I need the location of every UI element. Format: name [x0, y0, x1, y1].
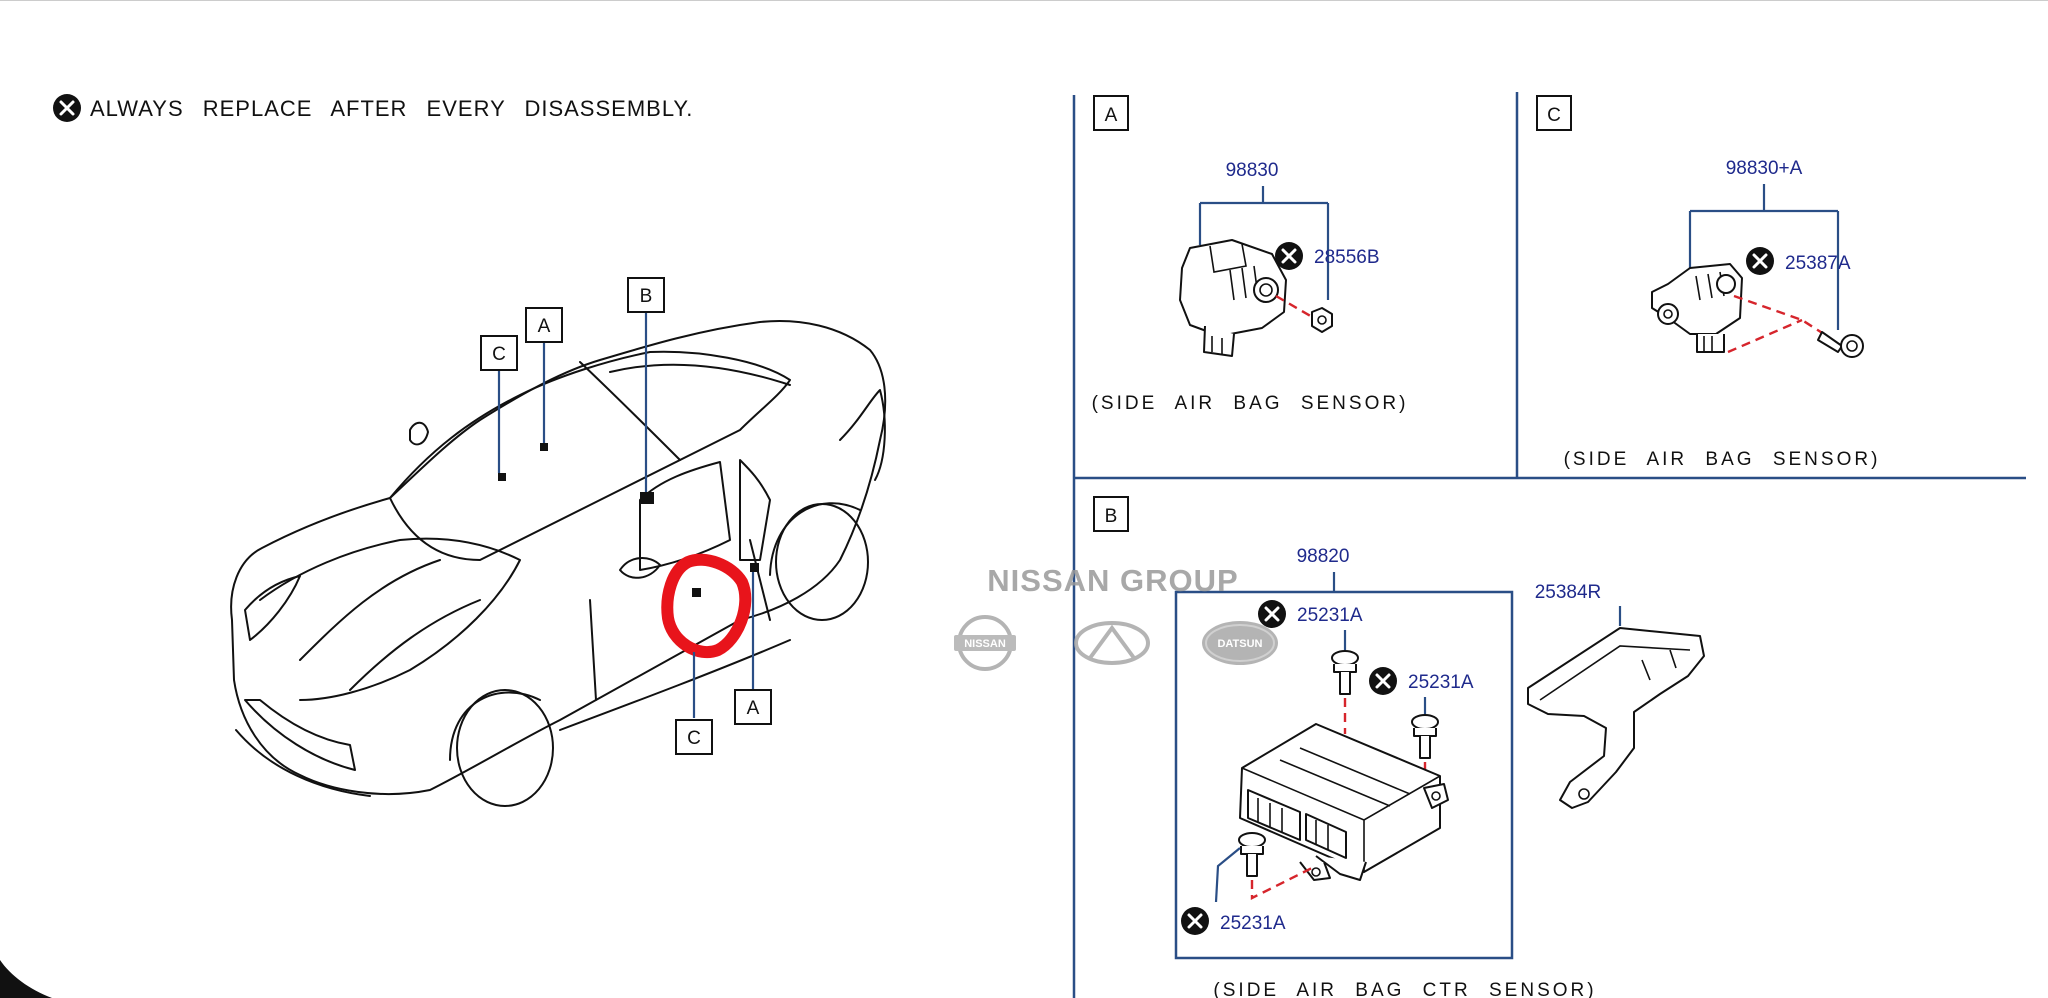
replace-note-text: ALWAYS REPLACE AFTER EVERY DISASSEMBLY.	[90, 96, 693, 121]
svg-text:A: A	[538, 316, 551, 337]
car-windshield	[389, 350, 791, 561]
infiniti-logo-icon	[1074, 621, 1150, 665]
sensor-mark-c-door	[692, 588, 701, 597]
part-number-98830-a: 98830+A	[1726, 158, 1803, 179]
bracket-leader-98830	[1198, 186, 1330, 300]
car-headlight	[244, 575, 301, 641]
nut-28556b	[1311, 307, 1333, 333]
car-hood-crease-2	[349, 599, 481, 691]
bracket-leader-98830-a	[1688, 184, 1840, 330]
svg-text:C: C	[492, 344, 506, 365]
car-rear-wheel	[769, 502, 869, 621]
panel-a-label: A	[1105, 105, 1118, 126]
svg-text:B: B	[640, 286, 653, 307]
callout-b-top: B	[627, 277, 665, 313]
car-illustration	[230, 320, 887, 807]
dash-line-28556b	[1275, 294, 1315, 320]
svg-text:C: C	[687, 728, 701, 749]
callout-a-top: A	[525, 307, 563, 343]
car-body	[230, 320, 887, 795]
bracket-25384r	[1527, 627, 1705, 809]
airbag-control-unit	[1239, 723, 1449, 881]
car-grille	[244, 699, 356, 771]
sensor-mark-a-top	[540, 443, 548, 451]
car-door-rear-edge	[749, 539, 771, 621]
corner-shadow	[0, 960, 52, 998]
datsun-logo-text: DATSUN	[1217, 638, 1262, 650]
panel-c-label: C	[1547, 105, 1561, 126]
car-rear-quarter-window	[739, 459, 771, 561]
part-number-25231a-top: 25231A	[1297, 605, 1363, 626]
sensor-mark-b	[640, 492, 654, 504]
leader-25231a-bottom	[1214, 847, 1241, 903]
car-mirror	[619, 557, 661, 579]
dash-line-25387a	[1727, 294, 1831, 354]
panel-c-caption: (SIDE AIR BAG SENSOR)	[1564, 449, 1881, 470]
panel-b-caption: (SIDE AIR BAG CTR SENSOR)	[1213, 980, 1596, 998]
car-front-lip	[235, 729, 371, 797]
nissan-logo-icon: NISSAN	[954, 615, 1016, 671]
datsun-logo-icon: DATSUN	[1202, 621, 1278, 665]
bolt-25231a-top	[1331, 650, 1359, 695]
callout-c-bottom: C	[675, 719, 713, 755]
car-side-marker	[409, 421, 429, 446]
panel-b-label-box	[1093, 496, 1129, 532]
car-sunroof-edge	[609, 363, 791, 386]
panel-b: B 98820 25231A 25231A	[1093, 496, 1705, 998]
car-roof-line	[579, 361, 681, 461]
bolt-25231a-bottom	[1238, 832, 1266, 877]
dash-line-bottom-bolt	[1250, 866, 1313, 900]
callout-a-bottom: A	[734, 689, 772, 725]
x-circle-icon	[1181, 907, 1209, 935]
svg-text:A: A	[747, 698, 760, 719]
car-hood-crease-1	[299, 559, 441, 661]
car-callout-leaders	[497, 312, 755, 718]
car-rear-tail	[839, 389, 886, 481]
panel-a-label-box	[1093, 95, 1129, 131]
panel-a-caption: (SIDE AIR BAG SENSOR)	[1092, 393, 1409, 414]
side-airbag-sensor-c	[1651, 263, 1743, 353]
panel-frame	[1072, 92, 2026, 998]
panel-b-label: B	[1105, 506, 1118, 527]
car-side-window	[639, 461, 731, 571]
x-circle-icon	[53, 94, 81, 122]
x-circle-icon	[1369, 667, 1397, 695]
screw-25387a	[1817, 331, 1864, 358]
part-number-25384r: 25384R	[1535, 582, 1602, 603]
part-number-25387a: 25387A	[1785, 253, 1851, 274]
watermark-text: NISSAN GROUP	[987, 563, 1238, 598]
car-hood	[259, 537, 521, 701]
x-circle-icon	[1275, 242, 1303, 270]
part-number-25231a-bottom: 25231A	[1220, 913, 1286, 934]
nissan-logo-text: NISSAN	[964, 638, 1006, 650]
callout-c-top: C	[480, 335, 518, 371]
bolt-25231a-right	[1411, 714, 1439, 759]
part-number-25231a-right: 25231A	[1408, 672, 1474, 693]
sensor-mark-c-top	[498, 473, 506, 481]
x-circle-icon	[1746, 247, 1774, 275]
part-number-98820: 98820	[1297, 546, 1350, 567]
watermark: NISSAN GROUP NISSAN DATSUN	[954, 563, 1278, 671]
panel-a: A 98830 28556B (SIDE AIR BAG SENSOR)	[1092, 95, 1409, 414]
side-airbag-sensor-a	[1179, 239, 1287, 357]
car-door-front-edge	[589, 599, 597, 701]
panel-c-label-box	[1536, 95, 1572, 131]
panel-c: C 98830+A 25387A (SIDE AIR BAG SENSOR)	[1536, 95, 1881, 470]
sensor-mark-a-rear	[750, 563, 759, 572]
car-rocker	[559, 639, 791, 731]
replace-note: ALWAYS REPLACE AFTER EVERY DISASSEMBLY.	[53, 94, 693, 122]
ctr-sensor-kit-box	[1174, 590, 1514, 960]
car-front-wheel	[449, 689, 554, 807]
red-highlight-circle	[661, 553, 752, 658]
part-number-98830: 98830	[1226, 160, 1279, 181]
x-circle-icon	[1258, 600, 1286, 628]
part-number-28556b: 28556B	[1314, 247, 1380, 268]
